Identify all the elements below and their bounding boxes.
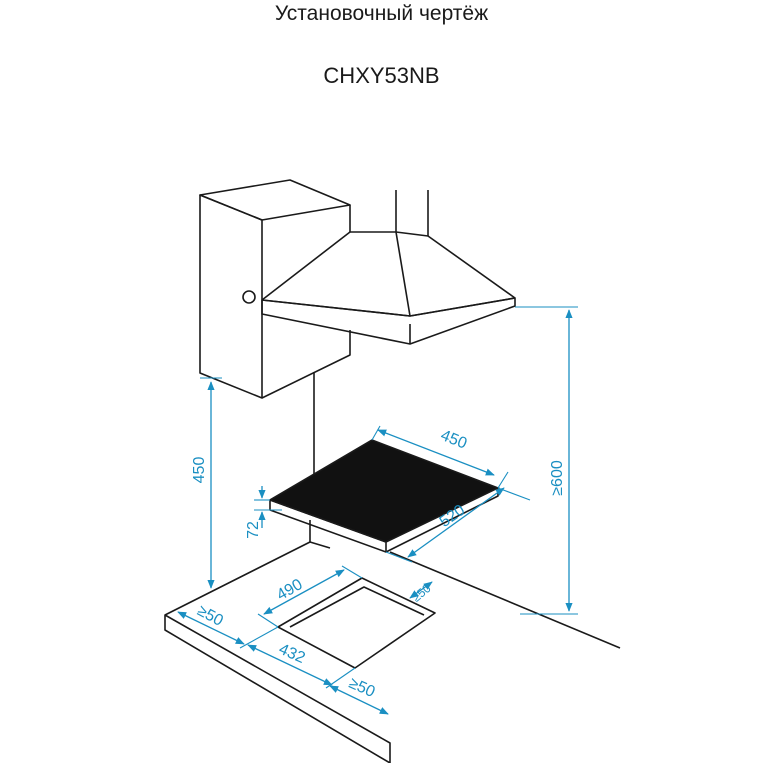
drawing-title: Установочный чертёж [274, 2, 489, 25]
dim-hob-thickness: 72 [245, 486, 282, 539]
dim-back-clearance: ≥50 [409, 581, 434, 605]
wall-cabinet [199, 179, 351, 399]
model-number: CHXY53NB [323, 63, 440, 88]
cabinet-knob [242, 290, 256, 304]
dim-label-450-width: 450 [438, 427, 469, 453]
dim-label-50-front: ≥50 [346, 675, 377, 701]
dim-label-50-side: ≥50 [194, 602, 226, 630]
dim-cabinet-drop: 450 [191, 377, 222, 589]
dim-label-600: ≥600 [549, 460, 566, 496]
dim-side-clearance: ≥50 [177, 602, 245, 645]
range-hood [261, 190, 516, 345]
dim-hood-height: ≥600 [515, 306, 578, 615]
dim-front-clearance: ≥50 [329, 675, 389, 715]
dim-label-432: 432 [276, 641, 307, 667]
dim-cutout-depth: 432 [239, 626, 356, 689]
dim-label-50-back: ≥50 [409, 581, 434, 605]
dim-label-450-vertical: 450 [191, 457, 208, 484]
hob [268, 439, 501, 553]
dim-label-72: 72 [245, 521, 262, 539]
